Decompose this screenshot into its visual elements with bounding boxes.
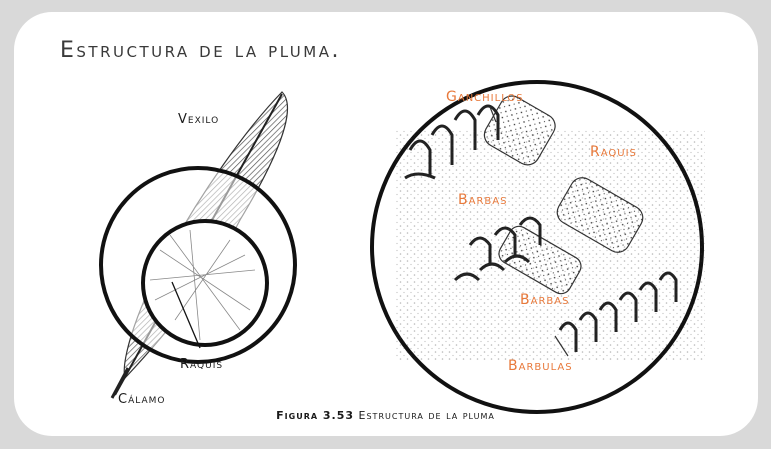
label-barbas-top: Barbas — [458, 192, 508, 208]
figure-caption-text: Estructura de la pluma — [358, 409, 495, 422]
label-ganchillos: Ganchillos — [446, 89, 524, 105]
page-title: Estructura de la pluma. — [60, 38, 341, 63]
ganchillos-pointer — [489, 106, 497, 123]
label-barbas-bottom: Barbas — [520, 292, 570, 308]
figure-caption: Figura 3.53 Estructura de la pluma — [0, 409, 771, 422]
raquis-pointer — [171, 281, 201, 349]
figure-number: Figura 3.53 — [276, 409, 355, 422]
label-vexilo: Vexilo — [178, 112, 220, 127]
barbulas-pointer — [554, 335, 569, 357]
magnifier-small-circle — [141, 219, 269, 347]
label-barbulas: Barbulas — [508, 358, 573, 374]
label-raquis-right: Raquis — [590, 144, 637, 160]
detail-illustration — [395, 95, 705, 360]
label-calamo: Cálamo — [118, 392, 166, 407]
label-raquis-left: Raquis — [180, 357, 224, 372]
calamus-line — [110, 367, 130, 399]
